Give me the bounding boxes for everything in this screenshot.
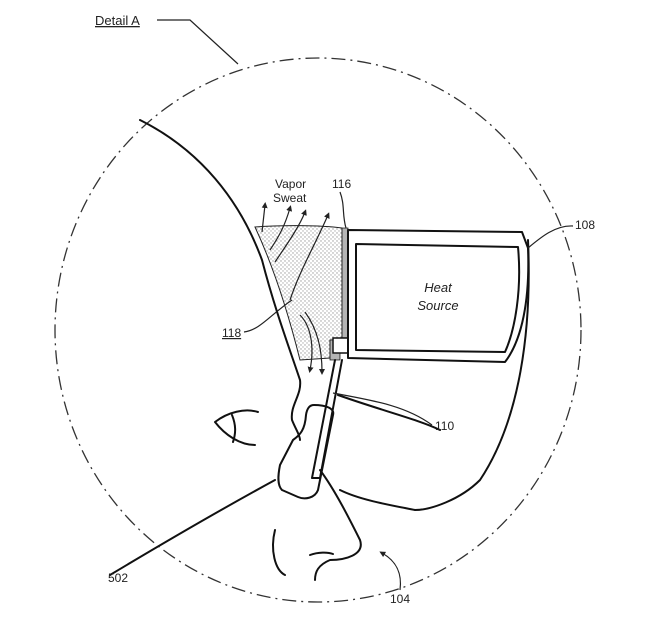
ref-118: 118	[222, 326, 241, 340]
connector-block	[332, 337, 349, 354]
nostril	[309, 551, 334, 556]
housing-104	[337, 239, 530, 511]
leader-104	[379, 551, 402, 591]
nose-pad-502	[277, 404, 335, 500]
detail-title: Detail A	[95, 13, 140, 28]
heat-source-label-2: Source	[417, 298, 458, 313]
leader-110	[332, 392, 433, 426]
ref-104: 104	[390, 592, 410, 606]
heat-source-box	[355, 243, 521, 353]
mouth-curve	[272, 529, 286, 576]
pad-118	[254, 225, 343, 361]
leader-118	[243, 299, 293, 333]
ref-116: 116	[332, 177, 351, 191]
ref-502: 502	[108, 571, 128, 585]
arm-110	[311, 359, 343, 479]
detail-boundary	[54, 57, 582, 603]
nose-outline	[314, 469, 362, 581]
cheek-outline	[109, 479, 276, 576]
housing-108	[347, 229, 530, 363]
ref-110: 110	[435, 419, 454, 433]
vapor-label: Vapor	[275, 177, 306, 191]
head-outline	[139, 119, 302, 441]
title-leader	[157, 19, 239, 65]
ref-108: 108	[575, 218, 595, 232]
leader-108	[527, 225, 574, 249]
sweat-label: Sweat	[273, 191, 307, 205]
leader-116	[339, 191, 347, 229]
eye-icon	[214, 409, 259, 446]
sweat-paths	[261, 202, 330, 375]
heat-source-label: Heat	[424, 280, 453, 295]
